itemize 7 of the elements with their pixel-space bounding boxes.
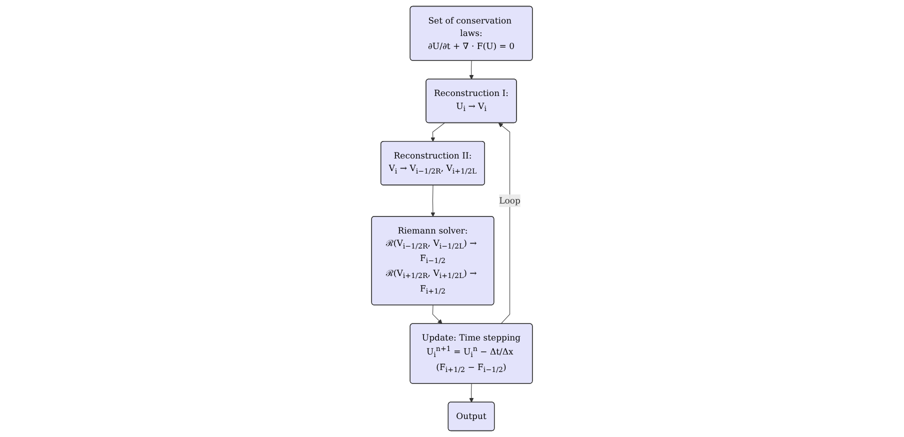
arrow (469, 383, 474, 403)
arrow (498, 122, 510, 324)
arrow (469, 60, 474, 80)
arrow (432, 304, 442, 324)
arrow (430, 122, 445, 142)
arrow (430, 185, 436, 217)
edge-label: Loop (499, 195, 520, 206)
